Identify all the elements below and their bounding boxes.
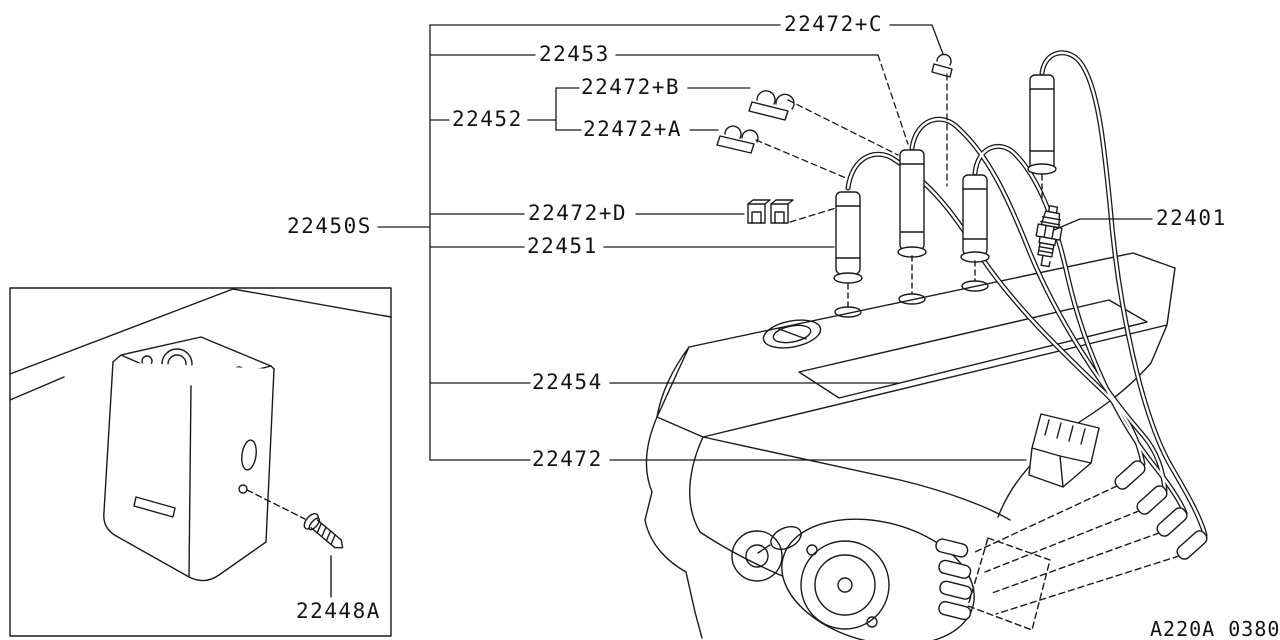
part-label-22452: 22452 xyxy=(452,107,523,131)
part-label-22472-d: 22472+D xyxy=(528,201,628,225)
part-label-22453: 22453 xyxy=(539,42,610,66)
part-label-22472: 22472 xyxy=(532,447,603,471)
wire-holder-bracket-illustration xyxy=(1028,413,1100,488)
dashed-leader-lines xyxy=(755,54,948,223)
spark-plug-wires xyxy=(845,50,1208,538)
distributor-dashed-guides xyxy=(967,485,1180,631)
diagram-code: A220A 0380 xyxy=(1150,617,1280,640)
part-label-22472-c: 22472+C xyxy=(784,12,884,36)
spark-plug-boots xyxy=(833,74,1057,308)
clip-d-illustration xyxy=(747,199,794,224)
part-label-22401: 22401 xyxy=(1156,206,1227,230)
spark-plug-illustration xyxy=(1035,205,1063,268)
part-label-22448a: 22448A xyxy=(296,599,381,623)
screw-illustration xyxy=(303,513,344,549)
part-label-22450s: 22450S xyxy=(287,214,372,238)
part-label-22472-b: 22472+B xyxy=(581,75,681,99)
part-label-22451: 22451 xyxy=(527,234,598,258)
part-label-22472-a: 22472+A xyxy=(583,117,683,141)
screw-dashed-leader xyxy=(246,489,306,520)
wire-end-boots xyxy=(1114,460,1208,560)
clip-c-illustration xyxy=(931,53,953,78)
part-label-22454: 22454 xyxy=(532,370,603,394)
distributor-illustration xyxy=(757,518,975,640)
clip-a-illustration xyxy=(716,125,759,154)
engine-illustration xyxy=(644,252,1176,639)
leader-lines xyxy=(377,24,1153,461)
clip-b-illustration xyxy=(748,90,795,121)
coil-bracket-illustration xyxy=(103,336,275,582)
